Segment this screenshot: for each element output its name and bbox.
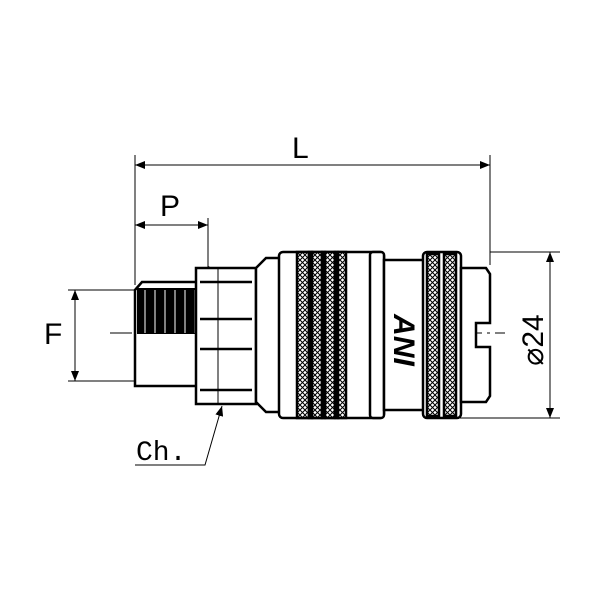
dimension-lines xyxy=(68,155,560,466)
nose xyxy=(459,266,492,404)
label-L: L xyxy=(292,132,309,165)
body xyxy=(382,258,426,412)
label-P: P xyxy=(160,190,180,223)
hex-nut xyxy=(194,266,258,406)
coupling-body xyxy=(133,250,492,420)
logo: ANI xyxy=(387,313,420,366)
label-F: F xyxy=(44,318,62,351)
thread-hatch xyxy=(137,288,205,334)
hex-leader xyxy=(135,405,224,466)
cone xyxy=(254,256,282,414)
label-hex: Ch. xyxy=(136,438,186,469)
label-diameter: ⌀24 xyxy=(517,314,550,365)
